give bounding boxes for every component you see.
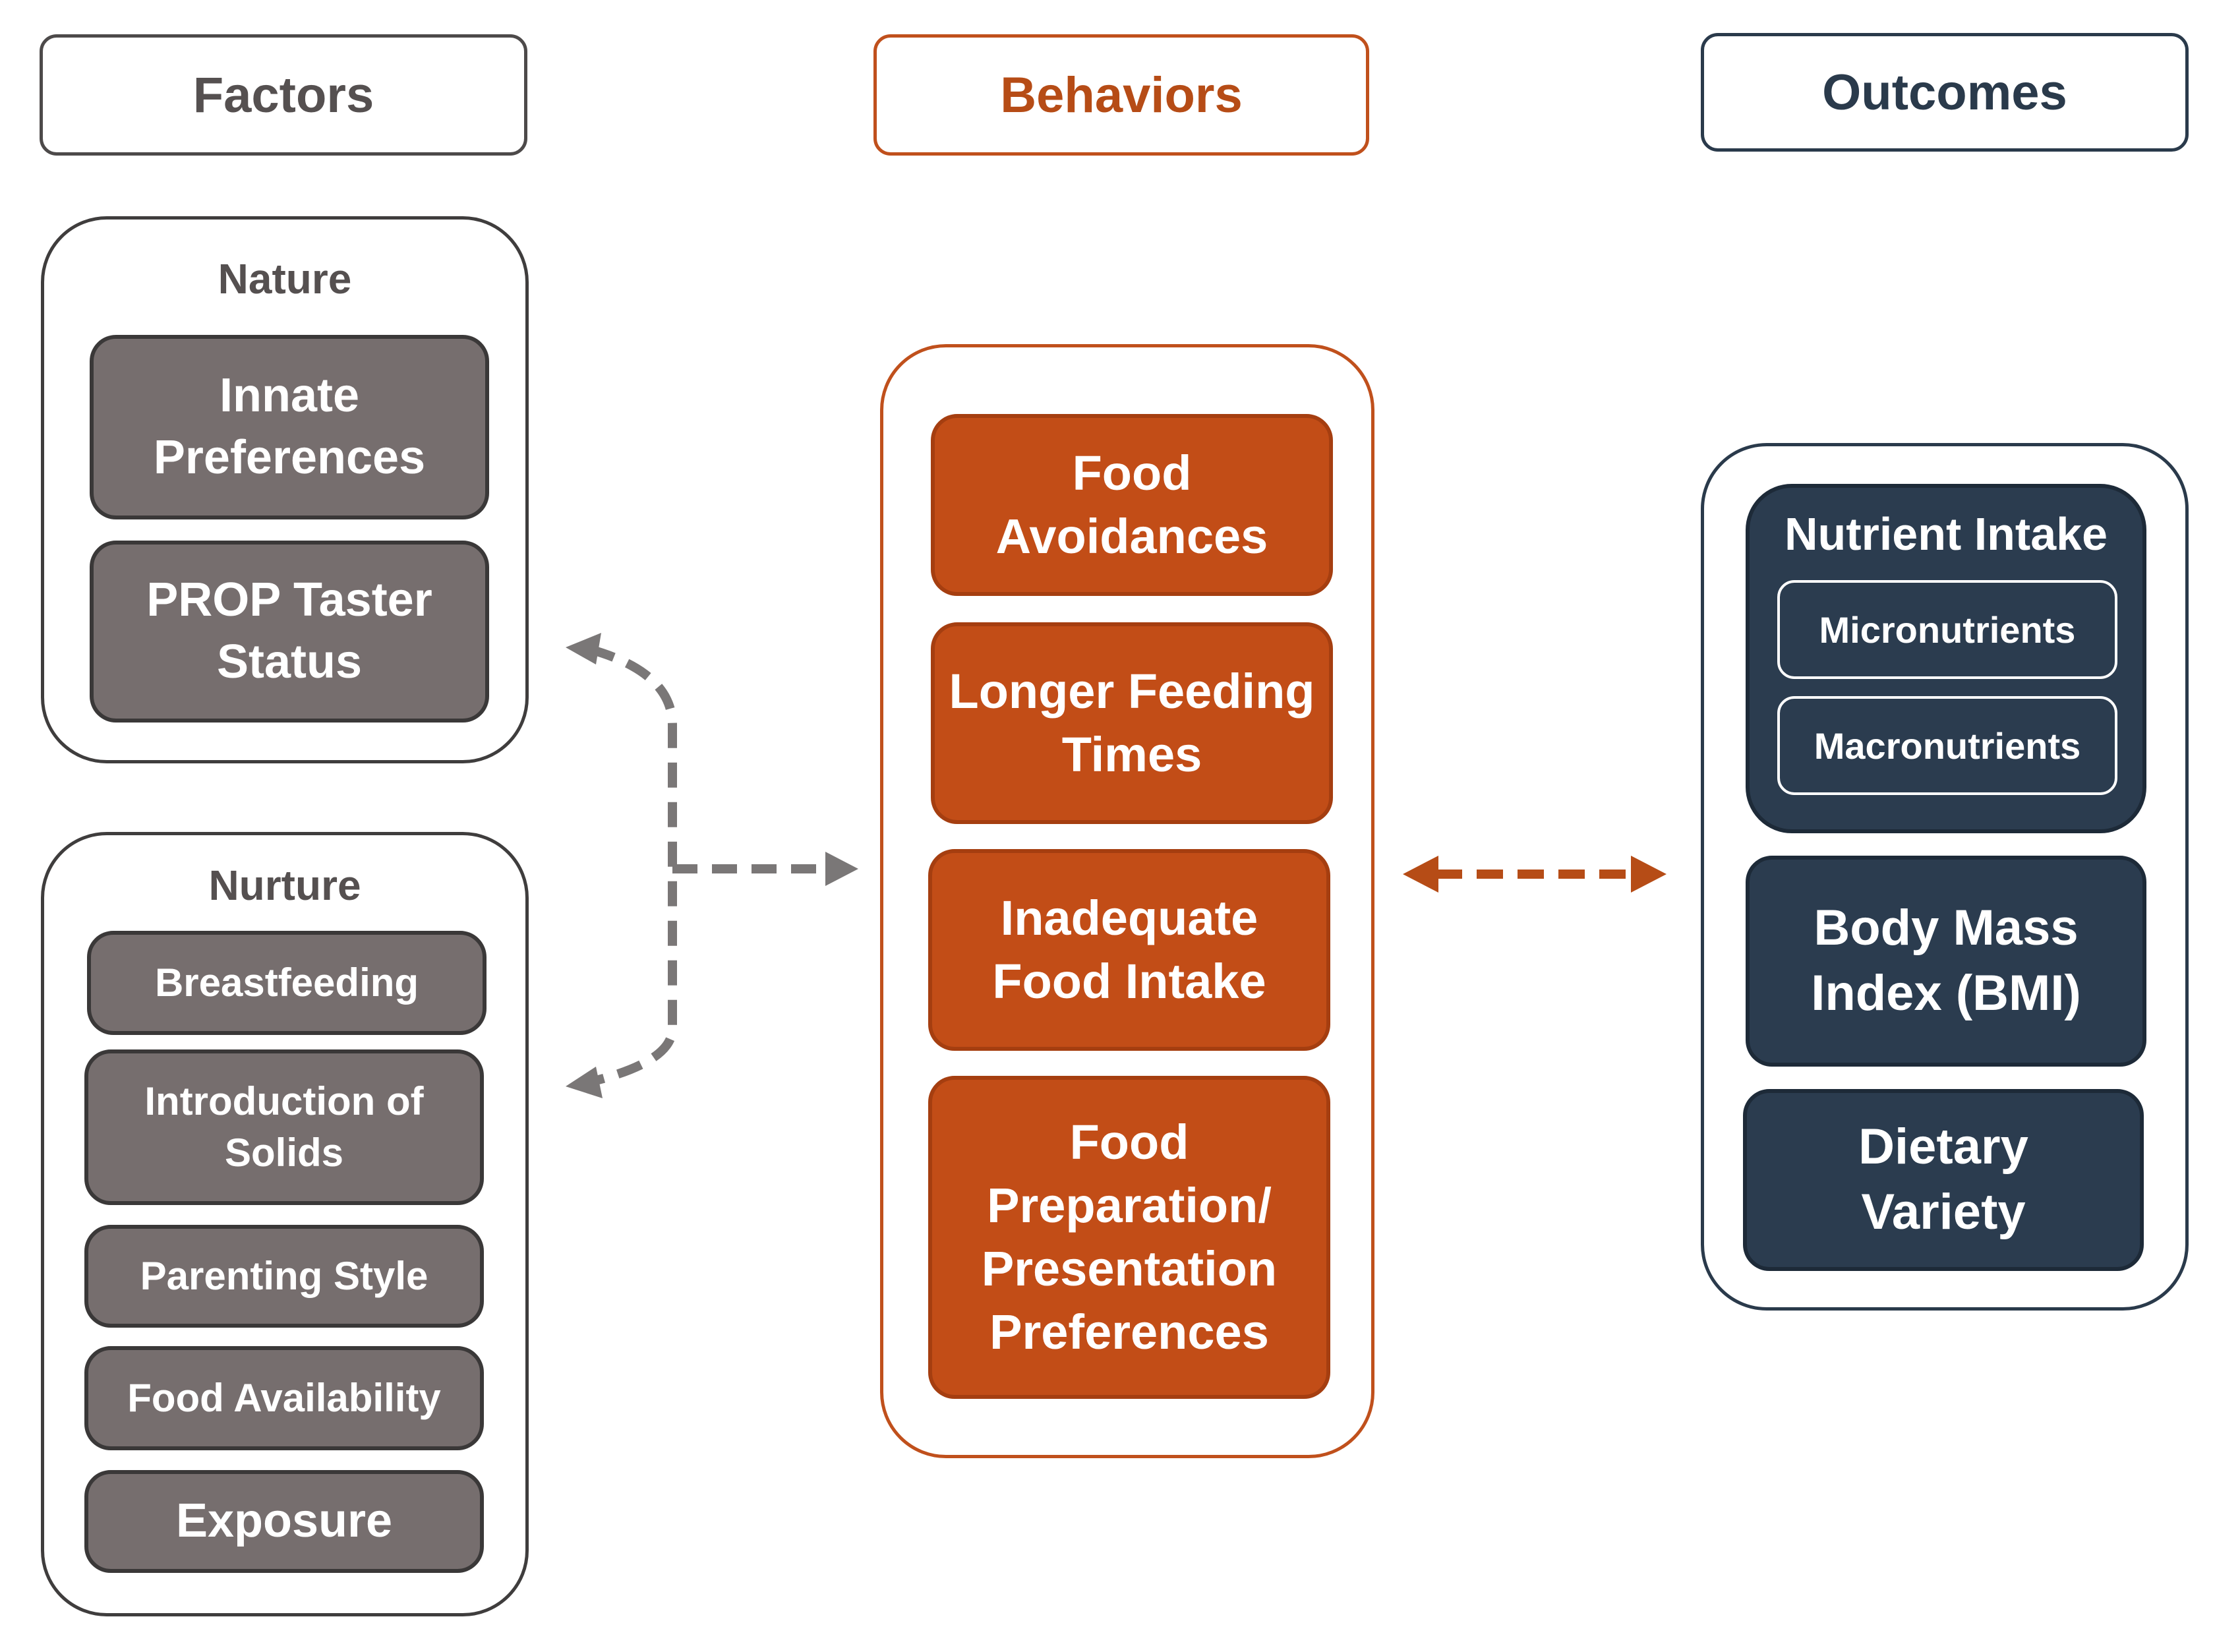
dietary-variety-box: Dietary Variety: [1743, 1089, 2144, 1271]
introduction-of-solids-box: Introduction of Solids: [84, 1049, 484, 1205]
outcomes-header: Outcomes: [1701, 33, 2189, 152]
macronutrients-box: Macronutrients: [1777, 696, 2117, 795]
parenting-style-box: Parenting Style: [84, 1225, 484, 1328]
micronutrients-box: Micronutrients: [1777, 580, 2117, 679]
arrowhead-to-nurture: [566, 1067, 603, 1098]
innate-preferences-box: Innate Preferences: [90, 335, 489, 519]
food-availability-box: Food Availability: [84, 1346, 484, 1450]
body-mass-index-box: Body Mass Index (BMI): [1746, 856, 2146, 1067]
food-preparation-presentation-preferences-box: Food Preparation/ Presentation Preferenc…: [928, 1076, 1330, 1399]
behaviors-outcomes-arrow: [1403, 856, 1667, 893]
nurture-title: Nurture: [208, 862, 361, 909]
arrowhead-to-nature: [566, 633, 601, 664]
prop-taster-status-box: PROP Taster Status: [90, 541, 489, 723]
factors-behaviors-arrow: [589, 645, 827, 1086]
behaviors-header: Behaviors: [873, 34, 1369, 156]
longer-feeding-times-box: Longer Feeding Times: [931, 622, 1333, 824]
arrowhead-to-behaviors: [825, 852, 858, 886]
arrowhead-to-behaviors-from-outcomes: [1403, 856, 1438, 893]
nature-title: Nature: [218, 255, 352, 303]
breastfeeding-box: Breastfeeding: [87, 931, 487, 1035]
food-avoidances-box: Food Avoidances: [931, 414, 1333, 596]
nutrient-intake-title: Nutrient Intake: [1784, 508, 2108, 560]
inadequate-food-intake-box: Inadequate Food Intake: [928, 849, 1330, 1051]
exposure-box: Exposure: [84, 1470, 484, 1573]
factors-header: Factors: [40, 34, 527, 156]
arrowhead-to-outcomes: [1631, 856, 1667, 893]
